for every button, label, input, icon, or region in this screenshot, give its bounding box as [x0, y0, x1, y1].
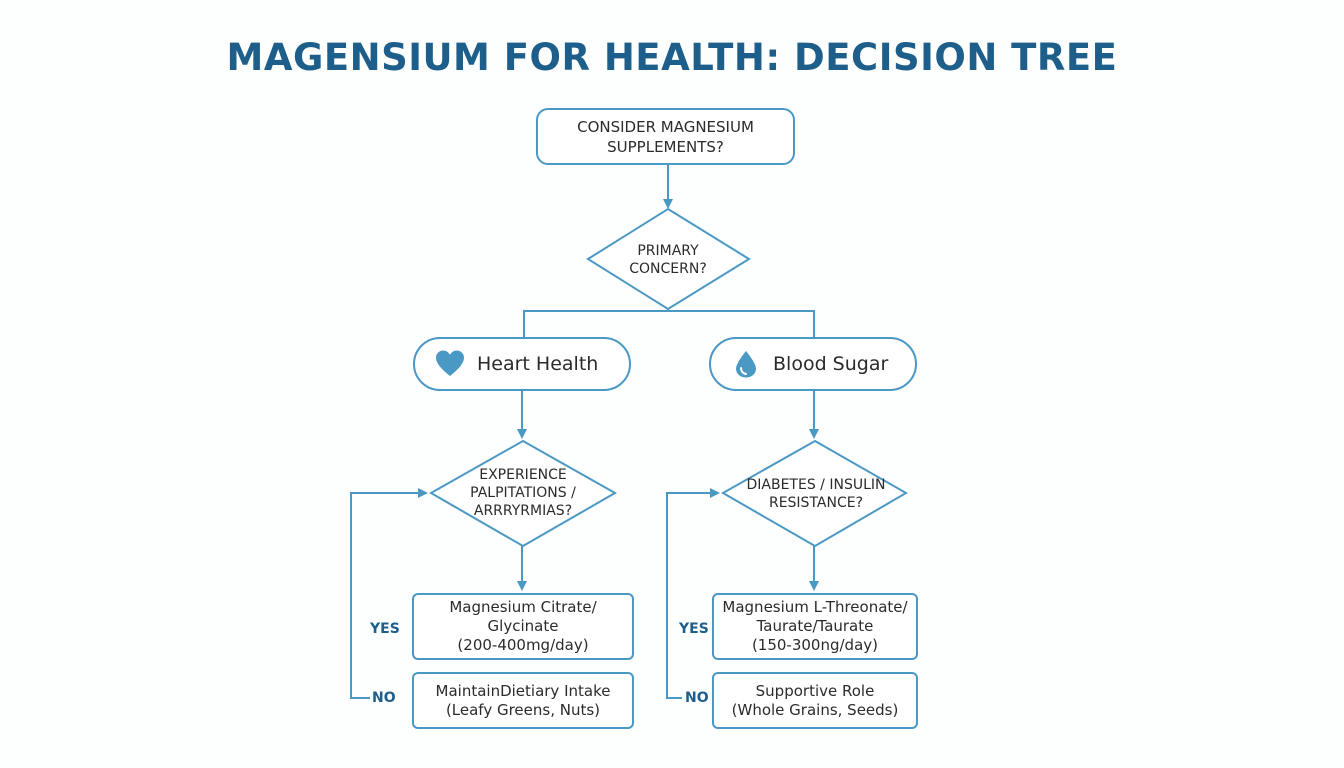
- sugar-no-outcome: Supportive Role (Whole Grains, Seeds): [712, 672, 918, 729]
- decision-heart-line-2: PALPITATIONS /: [470, 485, 576, 501]
- decision-primary-diamond: [586, 207, 751, 311]
- heart-yes-outcome: Magnesium Citrate/ Glycinate (200-400mg/…: [412, 593, 634, 660]
- connector-heart-loop: [350, 488, 428, 699]
- heart-yes-line-3: (200-400mg/day): [457, 636, 589, 654]
- start-node: CONSIDER MAGNESIUM SUPPLEMENTS?: [536, 108, 795, 165]
- heart-icon: [435, 349, 465, 379]
- heart-health-label: Heart Health: [477, 353, 599, 375]
- sugar-yes-line-1: Magnesium L-Threonate/: [722, 598, 908, 616]
- page-title: MAGENSIUM FOR HEALTH: DECISION TREE: [226, 36, 1118, 79]
- start-line-1: CONSIDER MAGNESIUM: [577, 117, 754, 136]
- connector-sugar-loop: [666, 488, 720, 699]
- sugar-no-line-2: (Whole Grains, Seeds): [731, 700, 899, 719]
- sugar-yes-line-2: Taurate/Taurate: [756, 617, 874, 635]
- sugar-yes-outcome: Magnesium L-Threonate/ Taurate/Taurate (…: [712, 593, 918, 660]
- heart-no-line-1: MaintainDietiary Intake: [435, 681, 611, 700]
- decision-heart-line-3: ARRRYRMIAS?: [473, 503, 573, 519]
- decision-sugar-line-1: DIABETES / INSULIN: [746, 477, 886, 493]
- sugar-no-line-1: Supportive Role: [755, 681, 875, 700]
- decision-sugar-diamond: [720, 439, 909, 548]
- sugar-yes-line-3: (150-300ng/day): [751, 636, 879, 654]
- decision-heart-diamond: [428, 439, 618, 548]
- heart-no-line-2: (Leafy Greens, Nuts): [445, 700, 601, 719]
- start-line-2: SUPPLEMENTS?: [607, 137, 724, 156]
- decision-primary-text: PRIMARY CONCERN?: [598, 238, 738, 282]
- decision-sugar-text: DIABETES / INSULIN RESISTANCE?: [740, 474, 892, 514]
- decision-heart-line-1: EXPERIENCE: [479, 467, 567, 483]
- decision-heart-text: EXPERIENCE PALPITATIONS / ARRRYRMIAS?: [446, 465, 600, 521]
- heart-yes-line-2: Glycinate: [487, 617, 559, 635]
- water-drop-icon: [731, 349, 761, 379]
- heart-health-node: Heart Health: [413, 337, 631, 391]
- heart-no-label: NO: [372, 690, 396, 706]
- sugar-no-label: NO: [685, 690, 709, 706]
- decision-primary-line-2: CONCERN?: [629, 261, 707, 277]
- heart-yes-label: YES: [370, 621, 400, 637]
- decision-sugar-line-2: RESISTANCE?: [768, 495, 864, 511]
- decision-primary-line-1: PRIMARY: [637, 243, 699, 259]
- blood-sugar-label: Blood Sugar: [773, 353, 889, 375]
- connector-split-bar: [523, 310, 815, 337]
- heart-no-outcome: MaintainDietiary Intake (Leafy Greens, N…: [412, 672, 634, 729]
- heart-yes-line-1: Magnesium Citrate/: [449, 598, 597, 616]
- blood-sugar-node: Blood Sugar: [709, 337, 917, 391]
- sugar-yes-label: YES: [679, 621, 709, 637]
